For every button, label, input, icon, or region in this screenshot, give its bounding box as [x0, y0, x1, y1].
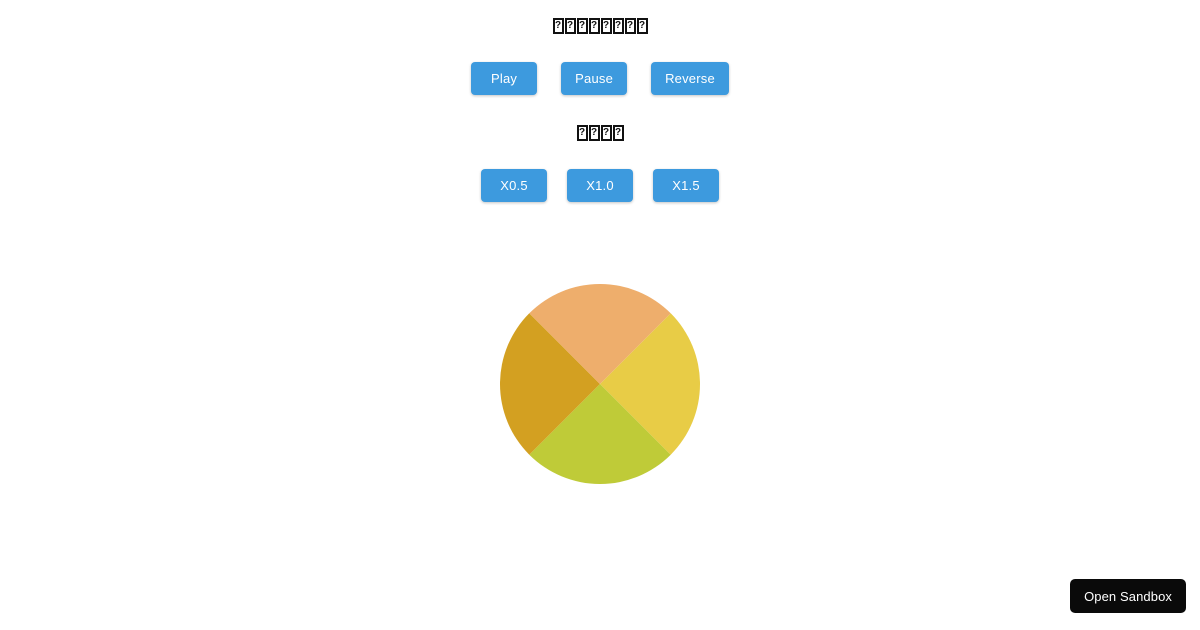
page-title: [0, 16, 1200, 36]
page-title-glyph: [552, 18, 564, 34]
section-title-speed-glyph: [588, 125, 600, 141]
section-title-speed-glyph: [612, 125, 624, 141]
page-title-glyph: [576, 18, 588, 34]
speed-x10-button[interactable]: X1.0: [567, 169, 633, 202]
playback-controls: Play Pause Reverse: [0, 62, 1200, 95]
section-title-speed-glyph: [600, 125, 612, 141]
pie-slice: [529, 284, 671, 384]
reverse-button[interactable]: Reverse: [651, 62, 729, 95]
play-button[interactable]: Play: [471, 62, 538, 95]
pie-slice: [500, 313, 600, 455]
page-title-glyph: [600, 18, 612, 34]
speed-x05-button[interactable]: X0.5: [481, 169, 547, 202]
pause-button[interactable]: Pause: [561, 62, 628, 95]
page-title-glyph: [636, 18, 648, 34]
pie-chart: [500, 284, 700, 484]
pie-slice: [529, 384, 671, 484]
speed-controls: X0.5 X1.0 X1.5: [0, 169, 1200, 202]
pie-chart-svg: [500, 284, 700, 484]
pie-slice: [600, 313, 700, 455]
page-title-glyph: [588, 18, 600, 34]
page-title-glyph: [564, 18, 576, 34]
section-title-speed: [0, 123, 1200, 143]
page-title-glyph: [612, 18, 624, 34]
open-sandbox-button[interactable]: Open Sandbox: [1070, 579, 1186, 613]
section-title-speed-glyph: [576, 125, 588, 141]
speed-x15-button[interactable]: X1.5: [653, 169, 719, 202]
page-title-glyph: [624, 18, 636, 34]
